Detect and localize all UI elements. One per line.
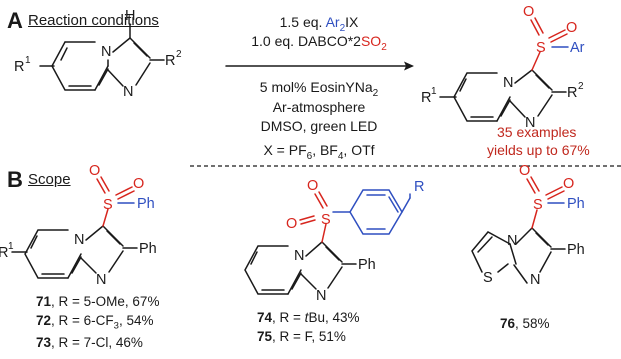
c74-atom-n2: N <box>316 288 326 304</box>
c76-atom-o2: O <box>563 176 574 192</box>
section-a-letter: A <box>7 8 23 33</box>
c76-ph: Ph <box>567 242 585 258</box>
product-atom-n2: N <box>525 115 535 131</box>
c71-atom-o2: O <box>133 176 144 192</box>
caption-75: 75, R = F, 51% <box>257 329 346 344</box>
c74-atom-n1: N <box>294 248 304 264</box>
starting-material-structure: H N N R 1 R 2 <box>14 8 182 100</box>
product-atom-o2: O <box>566 20 577 36</box>
c74-ph: Ph <box>358 257 376 273</box>
caption-72: 72, R = 6-CF3, 54% <box>36 313 154 332</box>
c76-atom-s-ring: S <box>483 270 493 286</box>
c76-atom-n2: N <box>530 272 540 288</box>
c74-atom-o2: O <box>286 216 297 232</box>
condition-line-4: Ar-atmosphere <box>272 99 366 115</box>
c76-atom-s: S <box>533 197 543 213</box>
c71-ph: Ph <box>139 241 157 257</box>
c74-r-label: R <box>414 179 424 195</box>
c71-r1-label: R <box>0 245 8 261</box>
caption-74: 74, R = tBu, 43% <box>257 310 360 325</box>
product-atom-o1: O <box>523 4 534 20</box>
c74-atom-s: S <box>321 212 331 228</box>
compound-76-structure: N N S S O O Ph Ph <box>471 163 585 288</box>
compound-71-73-structure: N N S O O Ph Ph R 1 <box>0 163 157 288</box>
product-r1-label: R <box>421 90 431 106</box>
c76-atom-n1: N <box>507 233 517 249</box>
examples-count: 35 examples <box>497 124 577 140</box>
c76-atom-o1: O <box>519 163 530 179</box>
condition-line-3: 5 mol% EosinYNa2 <box>259 79 379 99</box>
section-a-title: Reaction conditions <box>28 12 159 29</box>
reaction-arrow <box>225 61 414 71</box>
caption-73: 73, R = 7-Cl, 46% <box>36 335 143 350</box>
product-atom-s: S <box>536 40 546 56</box>
product-structure: N N S O O Ar R 1 R 2 <box>421 4 585 131</box>
condition-line-5: DMSO, green LED <box>260 118 378 134</box>
product-atom-n1: N <box>503 75 513 91</box>
atom-h: H <box>125 8 135 24</box>
product-ar-label: Ar <box>570 40 585 56</box>
product-r2-sup: 2 <box>578 81 584 92</box>
product-r2-label: R <box>567 85 577 101</box>
r1-superscript: 1 <box>25 55 31 66</box>
c74-atom-o1: O <box>307 178 318 194</box>
c71-atom-o1: O <box>89 163 100 179</box>
product-r1-sup: 1 <box>431 86 437 97</box>
r2-label: R <box>165 53 175 69</box>
c71-ph-blue: Ph <box>137 196 155 212</box>
compound-74-75-structure: N N S O O R Ph <box>244 178 424 304</box>
caption-76: 76, 58% <box>500 316 550 331</box>
condition-line-1: 1.5 eq. Ar2IX <box>279 14 359 34</box>
r1-label: R <box>14 59 24 75</box>
c71-atom-s: S <box>103 197 113 213</box>
condition-line-2: 1.0 eq. DABCO*2SO2 <box>251 33 387 53</box>
atom-n1: N <box>101 44 111 60</box>
c71-r1-sup: 1 <box>8 241 14 252</box>
c76-ph-blue: Ph <box>567 196 585 212</box>
c71-atom-n2: N <box>96 272 106 288</box>
r2-superscript: 2 <box>176 49 182 60</box>
atom-n2: N <box>123 84 133 100</box>
c71-atom-n1: N <box>74 232 84 248</box>
caption-71: 71, R = 5-OMe, 67% <box>36 294 160 309</box>
section-b-letter: B <box>7 167 23 192</box>
section-b-title: Scope <box>28 171 71 188</box>
condition-line-6: X = PF6, BF4, OTf <box>263 142 375 162</box>
yield-summary: yields up to 67% <box>487 142 590 158</box>
